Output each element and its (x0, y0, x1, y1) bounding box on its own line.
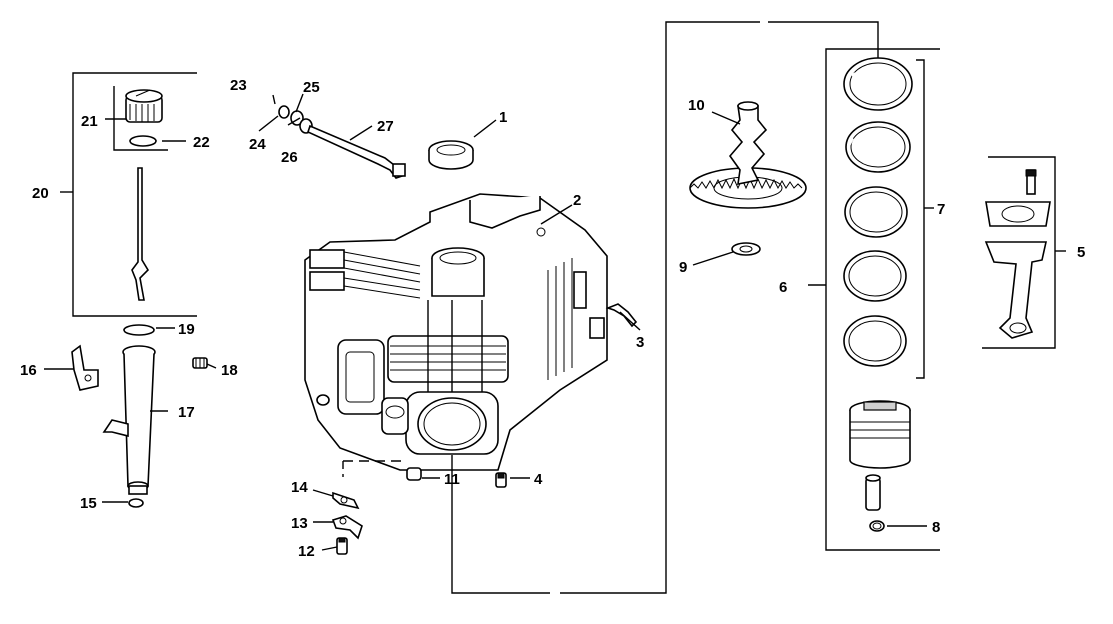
callout-27: 27 (377, 118, 394, 135)
callout-21: 21 (81, 113, 98, 130)
callout-4: 4 (534, 471, 543, 488)
callout-10: 10 (688, 97, 705, 114)
leader-lines (44, 93, 927, 551)
callout-1: 1 (499, 109, 507, 126)
connecting-rod-bracket (982, 156, 1066, 349)
callout-17: 17 (178, 404, 195, 421)
callout-13: 13 (291, 515, 308, 532)
piston-ring-1-part (843, 57, 913, 111)
terminal-14-part (332, 491, 360, 510)
dipstick-part (131, 167, 150, 301)
callout-19: 19 (178, 321, 195, 338)
callout-11: 11 (444, 471, 460, 488)
pin-retainer-part (869, 520, 885, 532)
callout-5: 5 (1077, 244, 1085, 261)
cap-o-ring-part (129, 135, 157, 147)
crankcase-part (304, 193, 608, 477)
tube-bracket-part (71, 344, 99, 391)
callout-15: 15 (80, 495, 97, 512)
tube-screw-part (192, 357, 208, 369)
callout-3: 3 (636, 334, 644, 351)
callout-7: 7 (937, 201, 945, 218)
connecting-rod-part (984, 169, 1051, 339)
dipstick-tube-part (102, 345, 156, 495)
callout-12: 12 (298, 543, 315, 560)
callout-8: 8 (932, 519, 940, 536)
terminal-13-part (331, 515, 363, 540)
callout-23: 23 (230, 77, 247, 94)
piston-ring-2-part (845, 121, 911, 173)
callout-6: 6 (779, 279, 787, 296)
callout-9: 9 (679, 259, 687, 276)
oil-fill-cap-part (125, 89, 163, 123)
callout-14: 14 (291, 479, 308, 496)
cam-washer-part (731, 242, 761, 256)
callout-labels: 1 2 3 4 5 6 7 8 9 10 11 12 13 14 15 16 1… (20, 77, 1085, 560)
callout-16: 16 (20, 362, 37, 379)
piston-part (849, 400, 911, 469)
piston-assembly-bracket (808, 48, 940, 551)
piston-pin-part (865, 474, 881, 511)
callout-18: 18 (221, 362, 238, 379)
tube-o-ring-part (123, 324, 155, 336)
group-leader-lines (451, 20, 879, 595)
callout-24: 24 (249, 136, 266, 153)
callout-25: 25 (303, 79, 320, 96)
oil-seal-part (428, 140, 474, 170)
dipstick-bracket (60, 72, 197, 317)
piston-ring-4-part (843, 250, 907, 302)
piston-ring-5-part (843, 315, 907, 367)
plug-part (406, 467, 422, 481)
tube-bottom-o-ring-part (128, 498, 144, 508)
camshaft-part (689, 101, 807, 209)
callout-22: 22 (193, 134, 210, 151)
callout-2: 2 (573, 192, 581, 209)
screw-12-part (336, 537, 348, 555)
callout-26: 26 (281, 149, 298, 166)
drain-plug-part (495, 472, 507, 488)
piston-ring-3-part (844, 186, 908, 238)
callout-20: 20 (32, 185, 49, 202)
